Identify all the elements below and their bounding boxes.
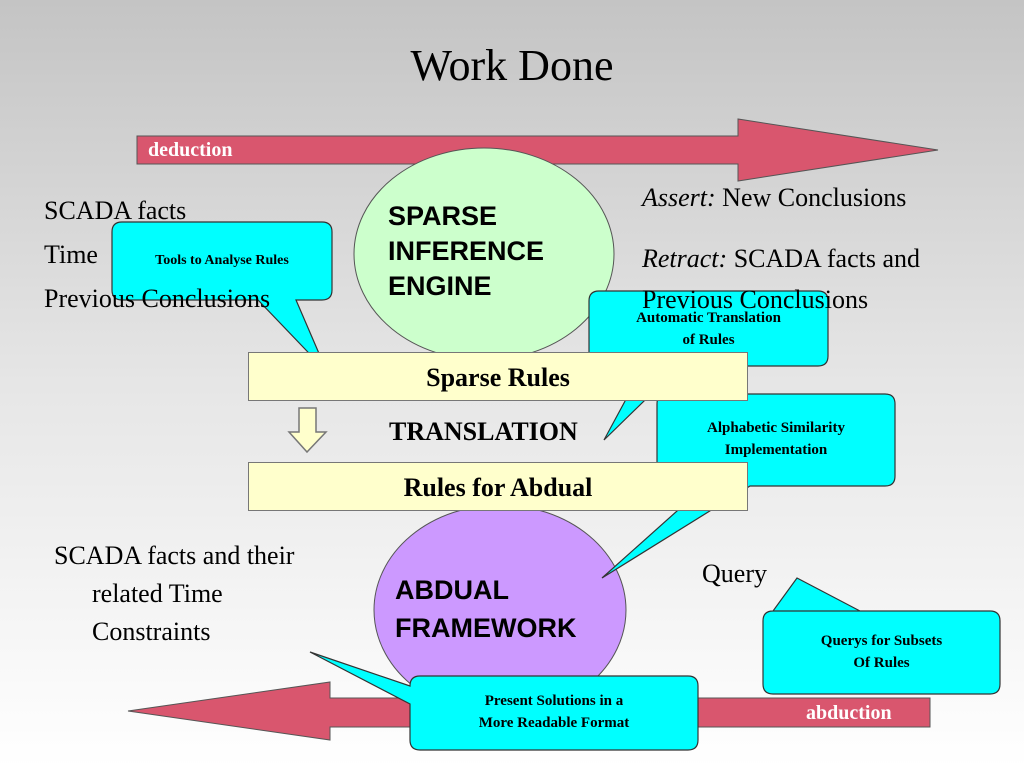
retract-line-2: Previous Conclusions — [642, 285, 869, 314]
callout-alphabetic-line-2: Implementation — [724, 442, 828, 458]
callout-alphabetic-line-1: Alphabetic Similarity — [707, 420, 845, 436]
callout-present-line-1: Present Solutions in a — [484, 693, 624, 709]
query-label: Query — [702, 559, 767, 588]
callout-querys-bubble — [762, 577, 1001, 695]
callout-tools: Tools to Analyse Rules — [155, 253, 289, 268]
assert-line: Assert: New Conclusions — [642, 176, 920, 220]
translation-label: TRANSLATION — [389, 417, 578, 446]
page-title: Work Done — [410, 41, 614, 90]
callout-alphabetic-bubble — [601, 393, 896, 579]
bottom-left-line-1: SCADA facts and their — [54, 541, 295, 570]
input-previous-conclusions: Previous Conclusions — [44, 284, 271, 313]
rules-for-abdual-box: Rules for Abdual — [248, 462, 748, 511]
inputs-left: SCADA facts Time Previous Conclusions — [44, 189, 270, 321]
assert-text: New Conclusions — [715, 183, 907, 212]
callout-querys-line-1: Querys for Subsets — [820, 633, 943, 649]
engine-line-1: SPARSE — [388, 201, 498, 231]
retract-text: SCADA facts and — [727, 244, 921, 273]
bottom-left-text: SCADA facts and their related Time Const… — [54, 537, 294, 651]
outputs-right: Assert: New Conclusions Retract: SCADA f… — [642, 176, 920, 320]
callout-automatic-line-2: of Rules — [682, 332, 735, 348]
bottom-left-line-2: related Time — [92, 579, 223, 608]
deduction-label: deduction — [148, 139, 233, 161]
callout-present-bubble — [309, 651, 699, 751]
callout-present-line-2: More Readable Format — [478, 715, 630, 731]
retract-line: Retract: SCADA facts and — [642, 238, 920, 280]
callout-present: Present Solutions in a More Readable For… — [410, 690, 698, 734]
input-scada-facts: SCADA facts — [44, 196, 187, 225]
assert-label: Assert: — [642, 183, 716, 212]
engine-line-3: ENGINE — [388, 271, 492, 301]
callout-tools-bubble — [111, 221, 333, 373]
framework-line-2: FRAMEWORK — [395, 613, 577, 643]
callout-querys-line-2: Of Rules — [853, 655, 910, 671]
engine-line-2: INFERENCE — [388, 236, 545, 266]
bottom-left-line-3: Constraints — [92, 617, 211, 646]
retract-label: Retract: — [642, 244, 728, 273]
callout-querys: Querys for Subsets Of Rules — [763, 630, 1000, 674]
input-time: Time — [44, 240, 98, 269]
callout-automatic: Automatic Translation of Rules — [589, 307, 828, 351]
sparse-rules-box: Sparse Rules — [248, 352, 748, 401]
abdual-framework-label: ABDUAL FRAMEWORK — [395, 571, 576, 647]
deduction-arrow — [136, 118, 939, 182]
abduction-label: abduction — [806, 702, 892, 724]
translation-down-arrow — [287, 407, 328, 454]
framework-line-1: ABDUAL — [395, 575, 509, 605]
callout-automatic-line-1: Automatic Translation — [636, 310, 781, 326]
inference-engine-label: SPARSE INFERENCE ENGINE — [388, 199, 544, 304]
callout-alphabetic: Alphabetic Similarity Implementation — [657, 417, 895, 461]
